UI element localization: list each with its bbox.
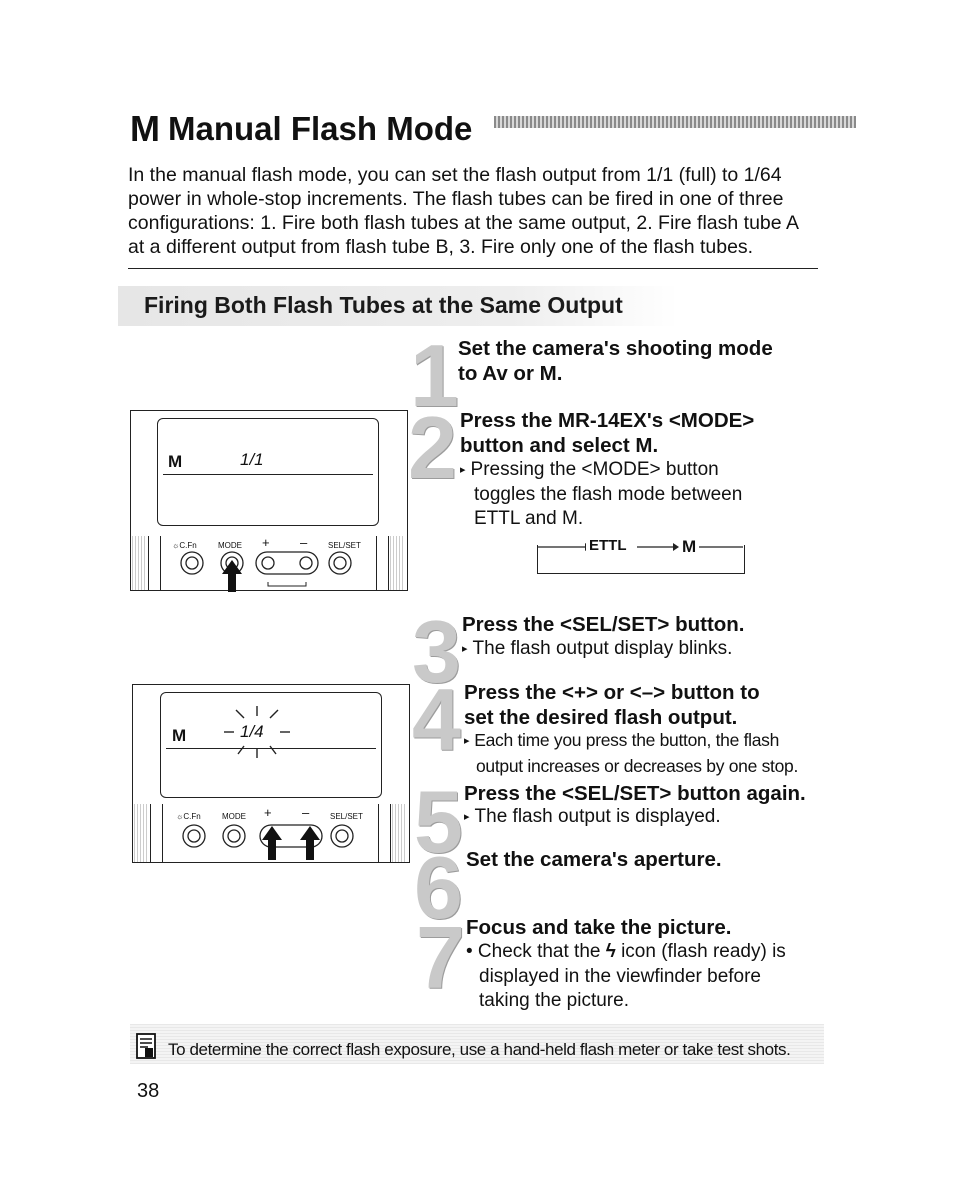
step-2-heading: Press the MR-14EX's <MODE> button and se… <box>460 409 755 457</box>
step-number-2: 2 <box>408 398 457 497</box>
arrow-up-icon <box>300 826 320 860</box>
step-3-body: ▸The flash output display blinks. <box>462 638 733 659</box>
lcd-divider-1 <box>163 474 373 475</box>
intro-divider <box>128 268 818 269</box>
step-2-body: ▸Pressing the <MODE> button toggles the … <box>460 459 743 529</box>
step-number-6: 6 <box>414 838 463 937</box>
lcd-screen-2 <box>160 692 382 798</box>
step-7-body: • Check that the ϟ icon (flash ready) is… <box>466 941 786 1011</box>
strip-edge-right-2 <box>392 804 406 862</box>
plus-label-2: + <box>264 805 272 820</box>
section-band <box>118 286 678 326</box>
intro-paragraph: In the manual flash mode, you can set th… <box>128 164 798 258</box>
step-number-5: 5 <box>414 772 463 871</box>
mode-button[interactable] <box>222 824 246 848</box>
arrow-up-icon <box>262 826 282 860</box>
flow-arrows <box>537 543 743 551</box>
minus-label-1: – <box>300 535 308 550</box>
selset-label-1: SEL/SET <box>328 541 361 550</box>
panel-2-buttons <box>182 824 354 860</box>
panel-1-buttons <box>180 551 352 592</box>
section-title: Firing Both Flash Tubes at the Same Outp… <box>144 292 623 318</box>
selset-button[interactable] <box>330 824 354 848</box>
title-decoration-bar <box>494 116 856 128</box>
step-5-heading: Press the <SEL/SET> button again. <box>464 782 806 805</box>
minus-label-2: – <box>302 805 310 820</box>
step-4-body: ▸Each time you press the button, the fla… <box>464 730 799 776</box>
note-text: To determine the correct flash exposure,… <box>168 1040 791 1059</box>
selset-label-2: SEL/SET <box>330 812 363 821</box>
step-7-heading: Focus and take the picture. <box>466 916 732 939</box>
step-3-heading: Press the <SEL/SET> button. <box>462 613 745 636</box>
page-title: Manual Flash Mode <box>168 110 473 147</box>
mode-letter: M <box>130 108 160 149</box>
note-band <box>130 1024 824 1064</box>
step-6-heading: Set the camera's aperture. <box>466 848 722 871</box>
step-number-3: 3 <box>412 602 461 701</box>
cfn-label-2: ☼C.Fn <box>176 812 201 821</box>
lcd-mode-2: M <box>172 726 187 745</box>
strip-edge-left-2 <box>134 804 148 862</box>
flash-ready-icon: ϟ <box>605 941 616 962</box>
lcd-output-2: 1/4 <box>240 722 264 741</box>
cfn-button[interactable] <box>180 551 204 575</box>
arrow-up-icon <box>222 560 242 592</box>
flow-m-label: M <box>679 537 700 557</box>
lcd-screen-1 <box>157 418 379 526</box>
selset-button[interactable] <box>328 551 352 575</box>
strip-edge-right-1 <box>390 536 404 590</box>
page-number: 38 <box>137 1080 160 1102</box>
mode-cycle-diagram <box>537 545 745 574</box>
cfn-label-1: ☼C.Fn <box>172 541 197 550</box>
step-1-heading: Set the camera's shooting mode to Av or … <box>458 337 773 385</box>
plus-minus-rocker[interactable] <box>259 824 323 848</box>
plus-minus-rocker[interactable] <box>255 551 319 575</box>
strip-edge-left-1 <box>132 536 146 590</box>
flow-ettl-label: ETTL <box>586 537 630 554</box>
plus-label-1: + <box>262 535 270 550</box>
step-number-7: 7 <box>416 908 465 1007</box>
step-5-body: ▸The flash output is displayed. <box>464 806 721 827</box>
blink-rays-icon <box>224 706 290 758</box>
mode-label-2: MODE <box>222 812 246 821</box>
lcd-output-1: 1/1 <box>240 450 264 469</box>
step-number-1: 1 <box>410 326 459 425</box>
note-icon <box>136 1033 156 1059</box>
lcd-mode-1: M <box>168 452 183 471</box>
button-strip-1 <box>130 534 408 591</box>
step-4-heading: Press the <+> or <–> button to set the d… <box>464 681 760 729</box>
step-number-4: 4 <box>412 670 461 769</box>
mode-label-1: MODE <box>218 541 242 550</box>
cfn-button[interactable] <box>182 824 206 848</box>
